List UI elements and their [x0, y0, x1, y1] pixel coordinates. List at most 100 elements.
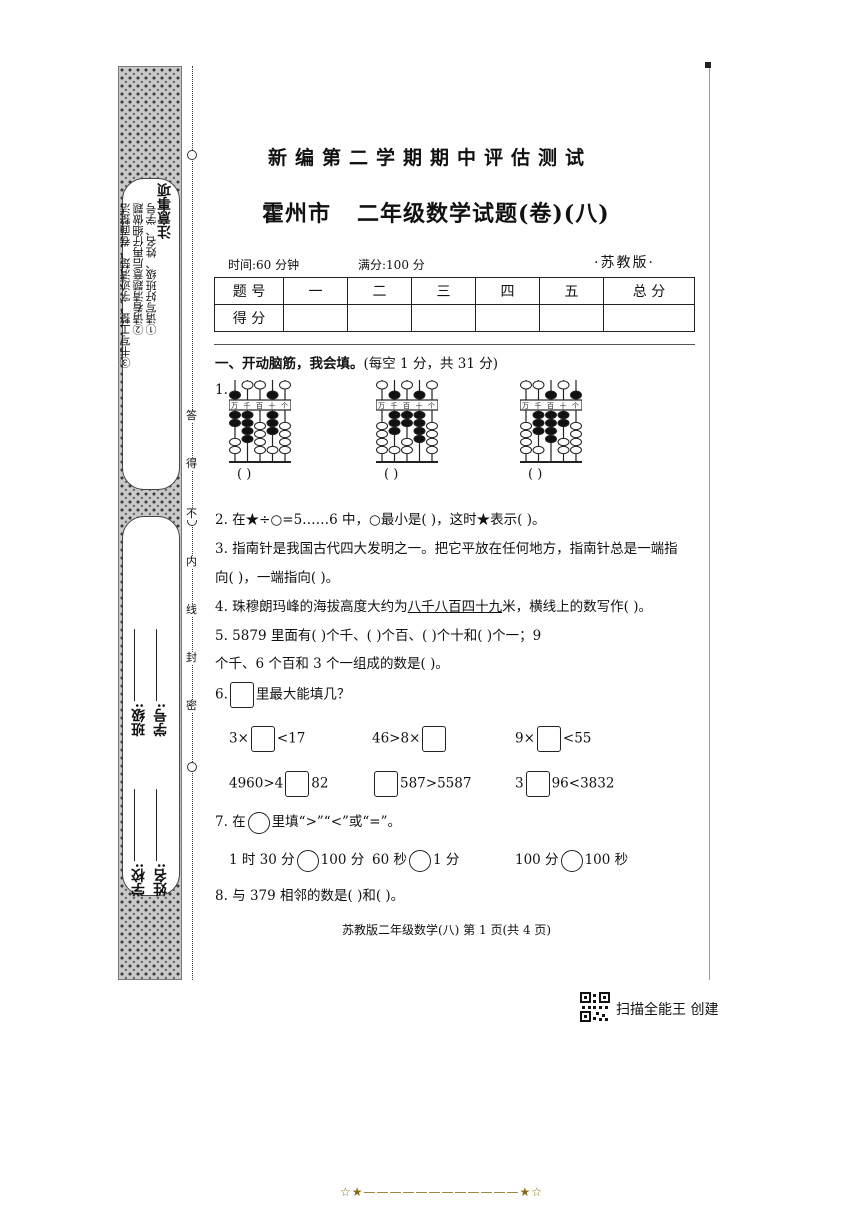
question-3-line-1: 3. 指南针是我国古代四大发明之一。把它平放在任何地方，指南针总是一端指: [215, 541, 678, 557]
abacus-bead: [241, 380, 254, 390]
abacus-bead: [570, 429, 582, 439]
answer-box[interactable]: [536, 726, 561, 752]
full-score: 满分:100 分: [358, 258, 425, 272]
school-blank[interactable]: [134, 789, 136, 861]
abacus-place-label: 万: [522, 402, 529, 410]
answer-box[interactable]: [422, 726, 447, 752]
answer-circle-icon: [247, 811, 270, 834]
school-field: 学校:: [131, 787, 147, 896]
question-7: 7. 在里填“>”“<”或“=”。: [215, 810, 401, 834]
abacus-bead: [545, 410, 557, 420]
abacus-bead: [520, 421, 532, 431]
class-label: 班级:: [131, 703, 147, 737]
abacus-place-label: 千: [391, 401, 398, 410]
abacus-beam: [376, 399, 438, 411]
abacus-bead: [254, 421, 266, 431]
abacus-bead: [241, 426, 254, 436]
q7-item-right: 100 秒: [584, 852, 629, 868]
exam-subtitle: 霍州市 二年级数学试题(卷)(八): [262, 201, 610, 227]
abacus-bead: [388, 445, 401, 455]
class-blank[interactable]: [134, 629, 136, 701]
answer-circle[interactable]: [296, 849, 319, 872]
abacus-bead: [229, 418, 241, 428]
abacus-bead: [520, 445, 532, 455]
abacus-place-label: 千: [535, 401, 542, 410]
cut-circle: [187, 762, 197, 772]
score-input-cell[interactable]: [603, 304, 695, 332]
question-6: 6.里最大能填几？: [215, 682, 350, 708]
abacus-bead: [229, 410, 241, 420]
abacus-bead: [401, 437, 413, 447]
abacus-bead: [532, 445, 545, 455]
score-table-header-row: 题 号 一 二 三 四 五 总 分: [214, 277, 695, 305]
q6-item-left: 4960>4: [229, 775, 284, 792]
score-table-cell: 一: [283, 277, 348, 305]
bottom-decoration: ☆★————————————★☆: [340, 1185, 544, 1199]
abacus-place-label: 千: [244, 401, 251, 410]
notice-item-2: ②请看清题意后再仔细做题: [132, 203, 145, 335]
time-limit: 时间:60 分钟: [228, 258, 300, 272]
abacus-bead: [545, 390, 557, 400]
score-table-cell: 二: [347, 277, 412, 305]
answer-circle[interactable]: [408, 849, 431, 872]
q6-number: 6.: [215, 686, 228, 703]
question-5-line-1: 5. 5879 里面有( )个千、( )个百、( )个十和( )个一；9: [215, 628, 542, 644]
abacus-bead: [266, 418, 279, 428]
score-input-cell[interactable]: [347, 304, 412, 332]
cutline-word: 不: [186, 507, 197, 520]
answer-box[interactable]: [374, 771, 398, 797]
abacus-beam: [520, 399, 582, 411]
abacus-2: 万千百十个: [376, 380, 438, 463]
q7-item-left: 60 秒: [372, 852, 407, 868]
score-input-cell[interactable]: [411, 304, 476, 332]
abacus-bead: [279, 445, 291, 455]
q4-prefix: 4. 珠穆朗玛峰的海拔高度大约为: [215, 599, 408, 615]
abacus-bead: [570, 390, 582, 400]
abacus-bead: [279, 380, 291, 390]
number-blank[interactable]: [156, 629, 158, 701]
abacus-bead: [241, 418, 254, 428]
abacus-bead: [557, 445, 570, 455]
q1-answer-blank-1[interactable]: ( ): [237, 467, 252, 482]
question-2: 2. 在★÷○=5……6 中，○最小是( )，这时★表示( )。: [215, 512, 546, 528]
abacus-bead: [545, 426, 557, 436]
abacus-bead: [376, 421, 388, 431]
abacus-bead: [426, 445, 438, 455]
q4-underlined-number: 八千八百四十九: [407, 599, 503, 615]
notice-label: 注意事项: [157, 183, 173, 239]
name-blank[interactable]: [156, 789, 158, 861]
answer-box[interactable]: [250, 726, 275, 752]
abacus-place-label: 十: [269, 401, 276, 410]
header-divider: [214, 344, 695, 345]
score-input-cell[interactable]: [539, 304, 604, 332]
score-table-cell: 三: [411, 277, 476, 305]
question-3-line-2: 向( )，一端指向( )。: [215, 570, 340, 586]
answer-circle[interactable]: [560, 849, 583, 872]
abacus-bead: [426, 429, 438, 439]
q1-answer-blank-3[interactable]: ( ): [528, 467, 543, 482]
question-8: 8. 与 379 相邻的数是( )和( )。: [215, 888, 405, 904]
score-input-cell[interactable]: [475, 304, 540, 332]
abacus-place-label: 个: [281, 402, 288, 410]
abacus-bead: [413, 426, 426, 436]
abacus-bead: [376, 437, 388, 447]
abacus-bead: [266, 410, 279, 420]
q7-item-left: 1 时 30 分: [229, 852, 295, 868]
cutline-word: 线: [186, 603, 197, 616]
q6-item: 3×<17: [229, 726, 305, 752]
abacus-bead: [413, 390, 426, 400]
score-input-cell[interactable]: [283, 304, 348, 332]
score-table-score-row: 得 分: [214, 304, 695, 332]
answer-box[interactable]: [525, 771, 550, 797]
abacus-bead: [254, 437, 266, 447]
abacus-bead: [532, 418, 545, 428]
qr-code-icon: [580, 992, 610, 1022]
q6-item-left: 3: [515, 775, 524, 792]
abacus-place-label: 百: [256, 402, 263, 410]
abacus-bead: [376, 380, 388, 390]
q1-answer-blank-2[interactable]: ( ): [384, 467, 399, 482]
answer-box[interactable]: [285, 771, 310, 797]
